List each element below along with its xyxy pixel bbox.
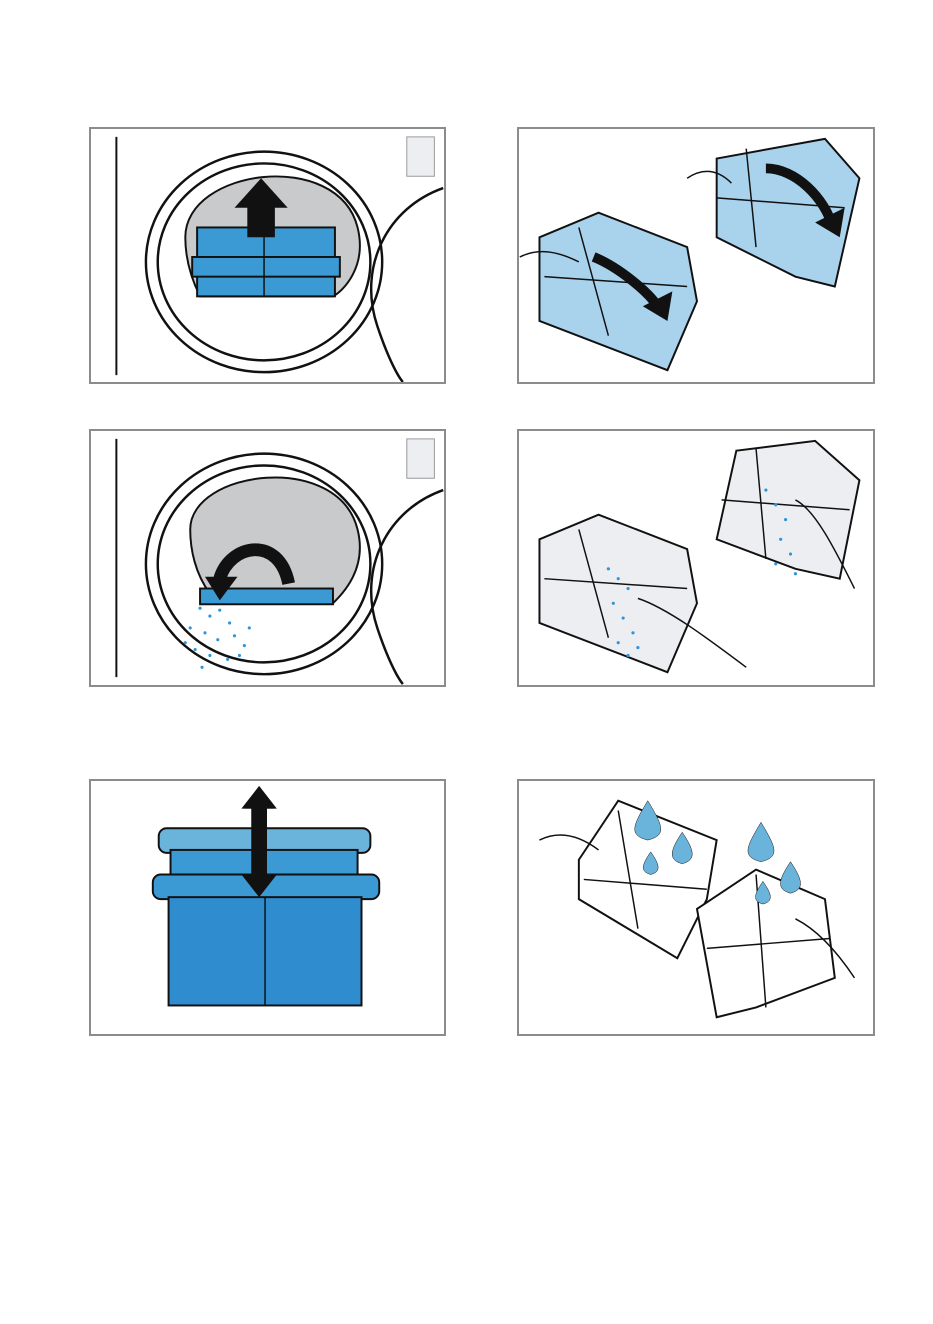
figure-remove-filter	[89, 127, 446, 384]
figure-separate-filter	[89, 779, 446, 1036]
remove-filter-from-door-icon	[91, 129, 444, 382]
figure-open-filter	[517, 127, 875, 384]
figure-rinse-filter	[517, 779, 875, 1036]
separate-filter-parts-icon	[91, 781, 444, 1034]
figure-clean-filter-lint	[517, 429, 875, 687]
rinse-filter-icon	[519, 781, 873, 1034]
remove-lint-from-door-icon	[91, 431, 444, 685]
figure-remove-lint-door	[89, 429, 446, 687]
open-filter-icon	[519, 129, 873, 382]
remove-lint-from-filter-icon	[519, 431, 873, 685]
